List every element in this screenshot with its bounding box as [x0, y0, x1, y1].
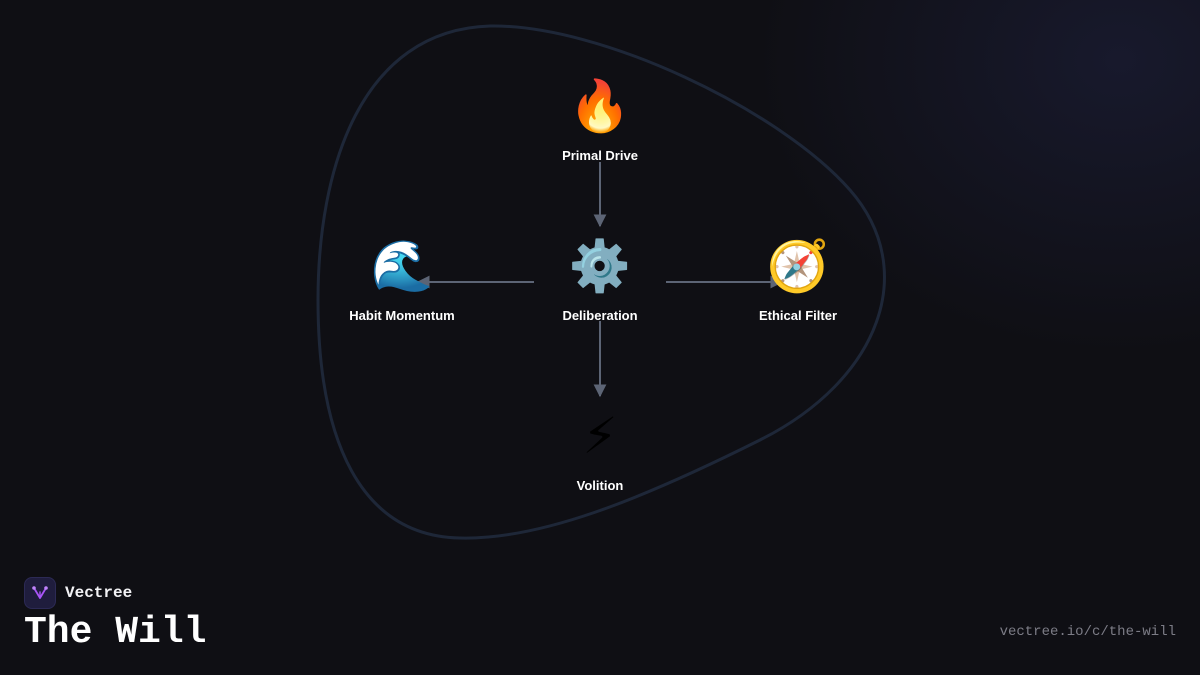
page-url[interactable]: vectree.io/c/the-will [999, 624, 1176, 640]
node-ethical-filter[interactable]: 🧭 Ethical Filter [759, 237, 837, 323]
wave-icon: 🌊 [371, 237, 433, 295]
vectree-logo-icon [24, 577, 56, 609]
page-title: The Will [24, 611, 207, 654]
node-deliberation[interactable]: ⚙️ Deliberation [562, 237, 637, 323]
node-volition[interactable]: ⚡ Volition [577, 407, 624, 493]
gear-icon: ⚙️ [569, 237, 631, 295]
node-label-ethical-filter: Ethical Filter [759, 308, 837, 323]
node-label-primal-drive: Primal Drive [562, 148, 638, 163]
brand-name: Vectree [65, 584, 133, 602]
node-label-volition: Volition [577, 478, 624, 493]
lightning-icon: ⚡ [582, 407, 617, 465]
brand[interactable]: Vectree [24, 577, 132, 609]
fire-icon: 🔥 [569, 77, 631, 135]
diagram-boundary [316, 24, 886, 540]
node-habit-momentum[interactable]: 🌊 Habit Momentum [349, 237, 454, 323]
compass-icon: 🧭 [767, 237, 829, 295]
edges-layer [416, 162, 784, 398]
node-label-habit-momentum: Habit Momentum [349, 308, 454, 323]
node-primal-drive[interactable]: 🔥 Primal Drive [562, 77, 638, 163]
node-label-deliberation: Deliberation [562, 308, 637, 323]
